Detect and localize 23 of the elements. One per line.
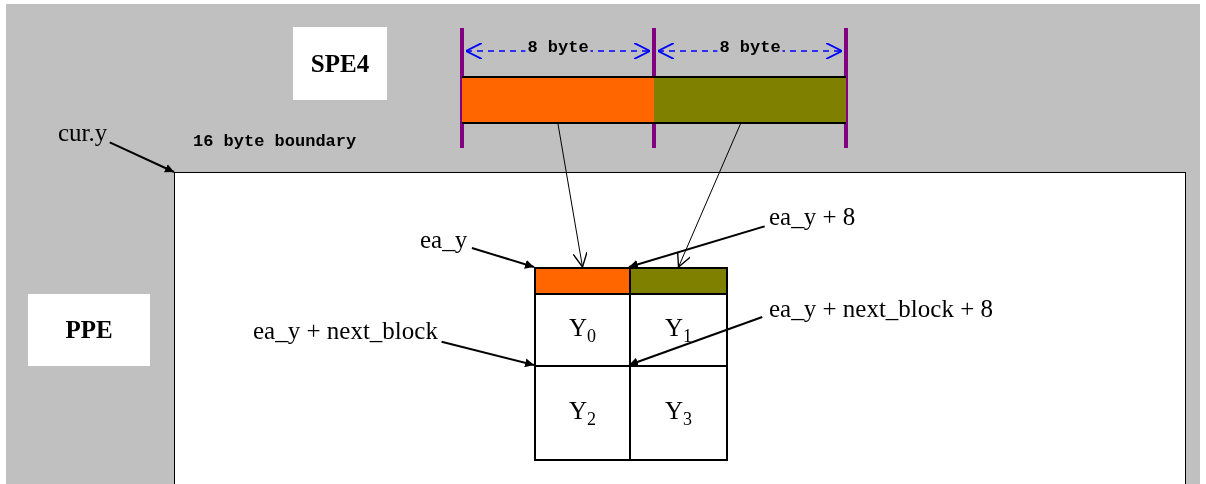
- boundary-label: 16 byte boundary: [193, 132, 357, 151]
- label-box: PPE: [28, 294, 150, 366]
- memory-cell: Y$_{2}$: [534, 365, 631, 461]
- address-label: cur.y: [58, 119, 108, 147]
- arrow: [676, 123, 741, 268]
- byte-bar: [462, 76, 654, 124]
- address-label: ea_y + next_block: [253, 317, 438, 345]
- leader-line: [470, 247, 535, 269]
- memory-cell: [629, 267, 728, 295]
- address-label: ea_y: [420, 226, 468, 254]
- leader-line: [628, 225, 766, 269]
- leader-line: [440, 340, 535, 368]
- dimension-label: 8 byte: [717, 38, 783, 57]
- address-label: ea_y + next_block + 8: [769, 295, 993, 323]
- memory-cell: Y$_{3}$: [629, 365, 728, 461]
- address-label: ea_y + 8: [769, 203, 856, 231]
- label-box: SPE4: [293, 27, 387, 100]
- dimension-label: 8 byte: [525, 38, 591, 57]
- byte-bar: [654, 76, 846, 124]
- arrow: [557, 123, 588, 268]
- memory-region: [174, 172, 1186, 484]
- leader-line: [108, 141, 175, 173]
- memory-cell: [534, 267, 631, 295]
